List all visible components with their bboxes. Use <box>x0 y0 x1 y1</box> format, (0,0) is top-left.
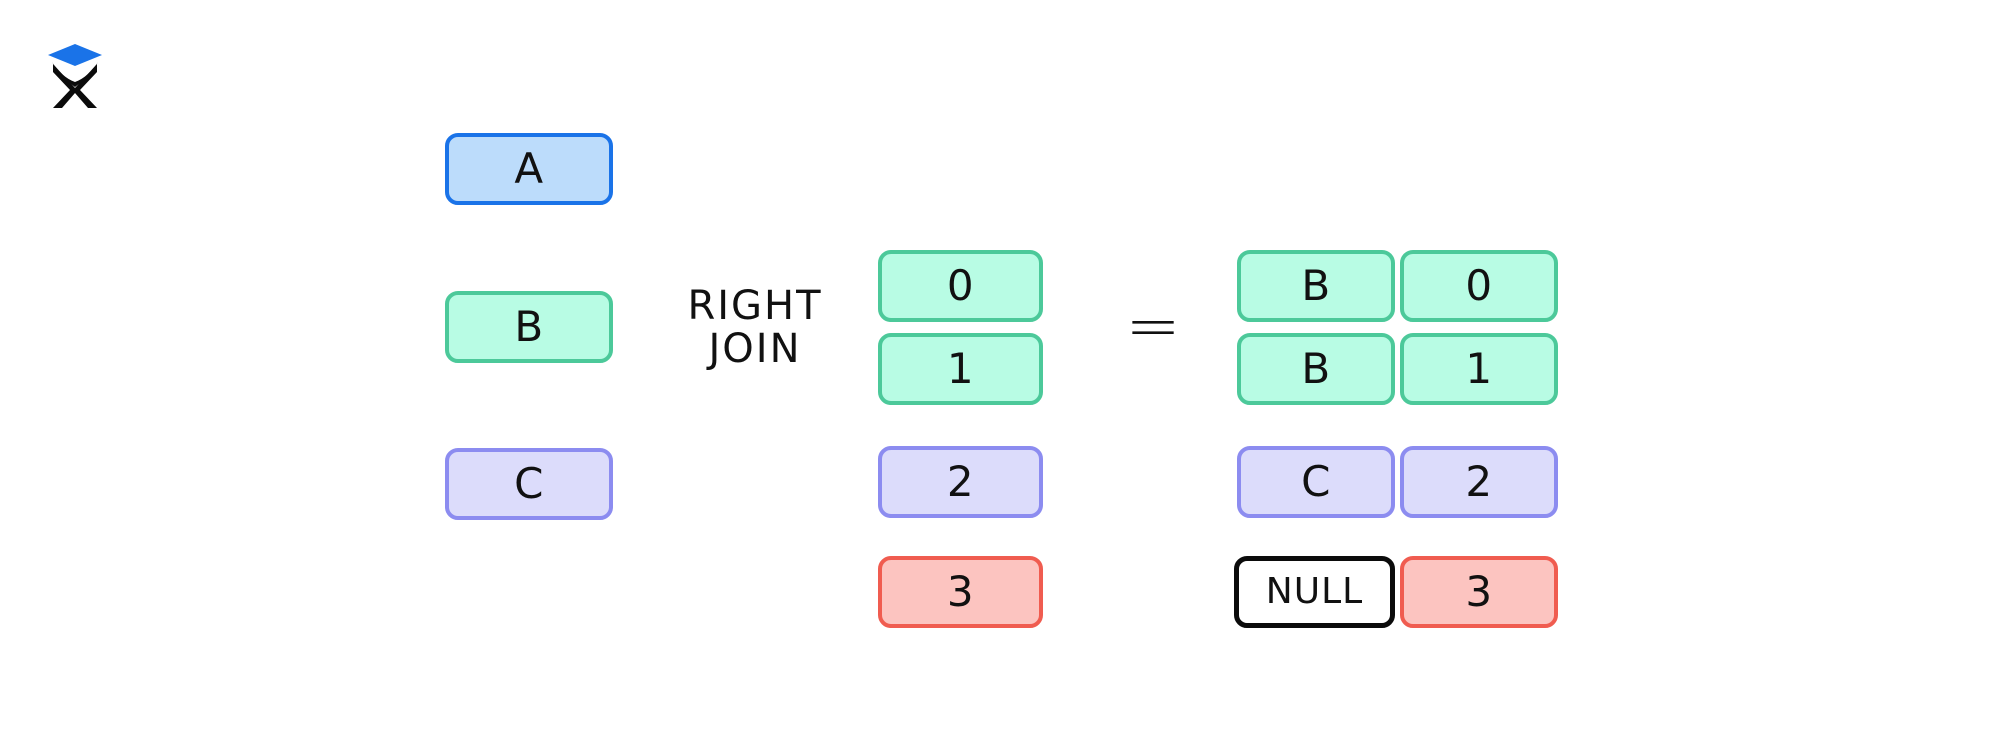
result-row-2-right-cell[interactable]: 1 <box>1400 333 1558 405</box>
left-table-cell-b[interactable]: B <box>445 291 613 363</box>
x-letter-shape <box>53 64 97 108</box>
left-table-cell-a[interactable]: A <box>445 133 613 205</box>
right-table-cell-2[interactable]: 2 <box>878 446 1043 518</box>
join-operator-line-2: JOIN <box>708 326 802 373</box>
result-row-1-right-cell[interactable]: 0 <box>1400 250 1558 322</box>
result-row-4-left-cell-null[interactable]: NULL <box>1234 556 1395 628</box>
equals-sign: = <box>1125 287 1181 364</box>
result-row-3-left-cell[interactable]: C <box>1237 446 1395 518</box>
join-operator-line-1: RIGHT <box>687 283 823 329</box>
result-row-3-right-cell[interactable]: 2 <box>1400 446 1558 518</box>
right-table-cell-1[interactable]: 1 <box>878 333 1043 405</box>
right-table-cell-0[interactable]: 0 <box>878 250 1043 322</box>
cap-diamond-shape <box>48 44 102 66</box>
graduation-cap-x-logo[interactable] <box>40 38 110 110</box>
join-operator-label: RIGHT JOIN <box>660 283 850 373</box>
result-row-2-left-cell[interactable]: B <box>1237 333 1395 405</box>
graduation-cap-x-icon <box>48 44 102 108</box>
right-table-cell-3[interactable]: 3 <box>878 556 1043 628</box>
left-table-cell-c[interactable]: C <box>445 448 613 520</box>
result-row-4-right-cell[interactable]: 3 <box>1400 556 1558 628</box>
result-row-1-left-cell[interactable]: B <box>1237 250 1395 322</box>
x-top-shape <box>52 62 98 87</box>
